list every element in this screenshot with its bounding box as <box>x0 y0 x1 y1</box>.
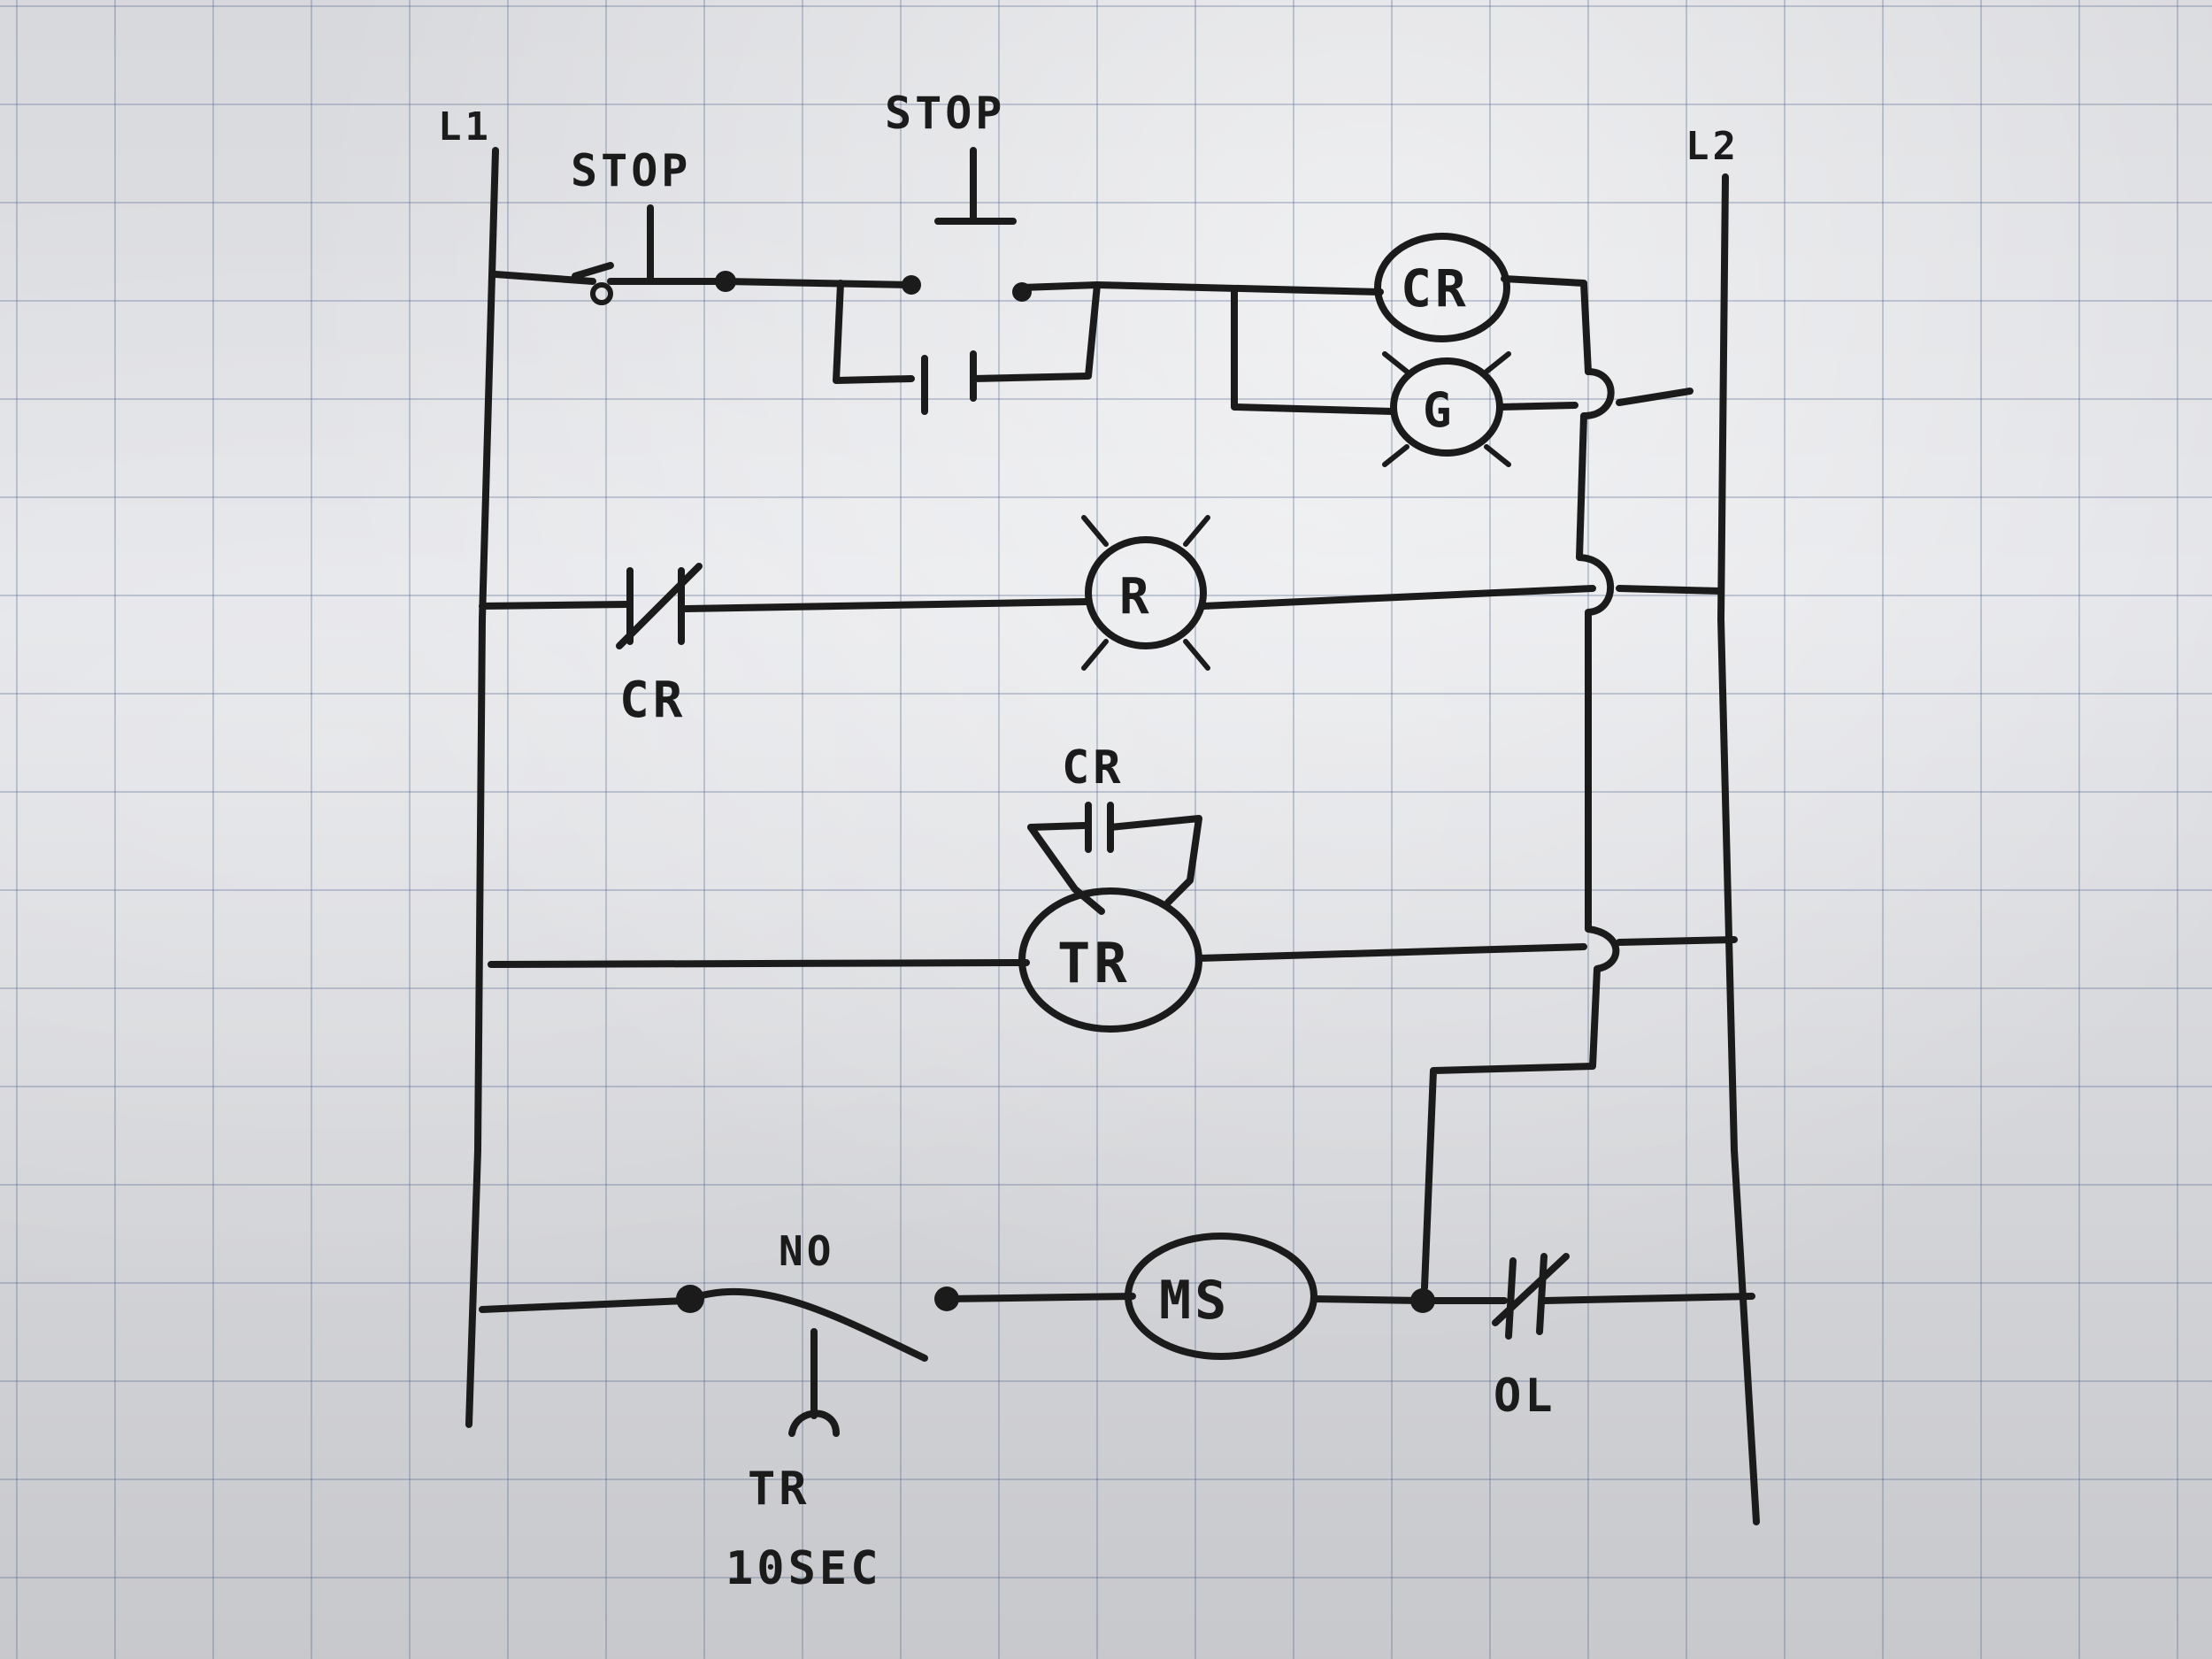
timer-contact-no-label: NO <box>779 1227 834 1275</box>
rail-l2-label: L2 <box>1686 124 1740 169</box>
rung-2: CR R <box>479 515 1724 729</box>
cr-no-contact-label: CR <box>1062 741 1125 795</box>
rail-l1 <box>465 147 499 1428</box>
rung-1-lamp: G <box>1231 288 1694 467</box>
green-lamp-rays <box>1382 351 1511 467</box>
rail-l1-label: L1 <box>438 104 492 150</box>
red-lamp-rays <box>1081 515 1210 671</box>
cr-nc-contact <box>616 563 1092 649</box>
ms-feedback-wire <box>1421 368 1620 1291</box>
rung-1: CR <box>492 147 1592 415</box>
stop2-actuator <box>934 147 1017 225</box>
timer-contact-blade <box>687 1287 928 1362</box>
red-lamp-label: R <box>1119 568 1153 626</box>
stop1-terminal-left <box>590 282 613 305</box>
timer-name-label: TR <box>748 1463 810 1516</box>
stop1-label: STOP <box>571 145 691 196</box>
timer-delay-label: 10SEC <box>726 1542 882 1595</box>
cr-nc-contact-label: CR <box>619 672 686 729</box>
tr-coil-label: TR <box>1057 931 1131 995</box>
rail-l2 <box>1717 173 1760 1525</box>
stop2-terminal-left <box>902 275 921 295</box>
cr-no-contact <box>1027 802 1202 906</box>
overload-contact <box>1492 1253 1755 1340</box>
green-lamp-label: G <box>1423 382 1455 438</box>
stop2-label: STOP <box>885 88 1005 139</box>
red-lamp <box>1085 536 1207 649</box>
rung-3: CR TR <box>488 741 1738 1033</box>
rung-4: NO TR 10SEC MS OL <box>479 1227 1755 1595</box>
cr-coil <box>1374 233 1510 342</box>
overload-label: OL <box>1494 1370 1556 1423</box>
seal-in-branch <box>833 280 1101 415</box>
cr-coil-label: CR <box>1401 258 1470 319</box>
timer-symbol <box>788 1328 840 1437</box>
ms-coil-label: MS <box>1159 1270 1230 1332</box>
